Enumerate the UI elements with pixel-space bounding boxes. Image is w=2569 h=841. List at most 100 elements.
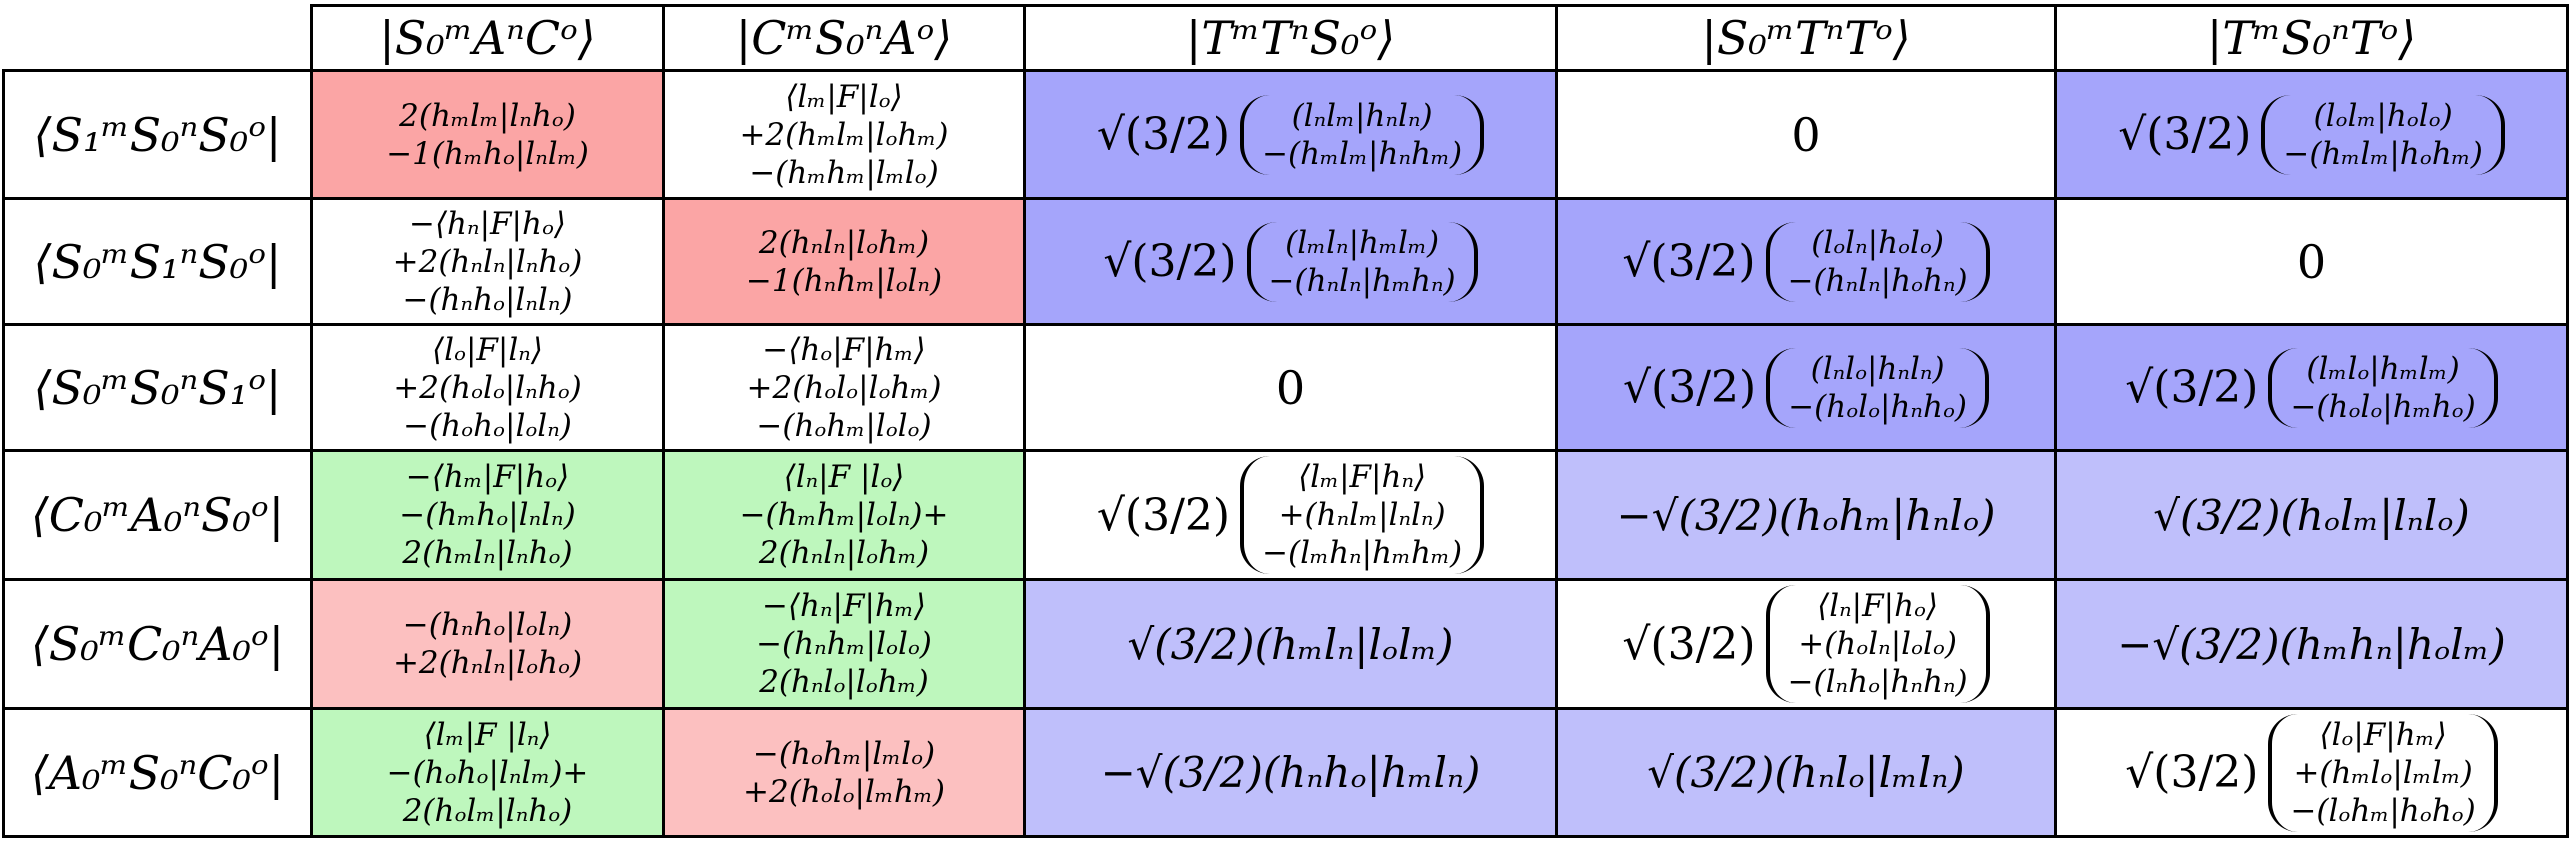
matrix-cell: ⟨lₒ|F|lₙ⟩+2(hₒlₒ|lₙhₒ)−(hₒhₒ|lₒlₙ)	[310, 323, 665, 452]
matrix-cell: −⟨hₙ|F|hₒ⟩+2(hₙlₙ|lₙhₒ)−(hₙhₒ|lₙlₙ)	[310, 197, 665, 326]
matrix-element: ⟨lₙ|F |lₒ⟩−(hₘhₘ|lₒlₙ)+2(hₙlₙ|lₒhₘ)	[671, 458, 1017, 572]
expression-line: −⟨hₙ|F|hₒ⟩	[408, 205, 566, 242]
matrix-element: √(3/2)(lₙlₘ|hₙlₙ)−(hₘlₘ|hₙhₘ)	[1032, 94, 1549, 175]
parenthesized-expression: ⟨lₒ|F|hₘ⟩+(hₘlₒ|lₘlₘ)−(lₒhₘ|hₒhₒ)	[2268, 713, 2498, 832]
expression-line: 2(hₙlₙ|lₒhₘ)	[758, 535, 930, 571]
expression-line: 2(hₘlₘ|lₙhₒ)	[399, 97, 576, 134]
expression-line: −1(hₘhₒ|lₙlₘ)	[386, 135, 589, 172]
matrix-cell: √(3/2) (lₙlₒ|hₙlₙ)−(hₒlₒ|hₙhₒ)	[1555, 323, 2057, 452]
matrix-cell: √(3/2)(lₒlₙ|hₒlₒ)−(hₙlₙ|hₒhₙ)	[1555, 197, 2057, 326]
expression-line: −(hₒhₘ|lₘlₒ)	[752, 735, 936, 772]
sqrt-prefactor: √(3/2)	[1096, 489, 1231, 541]
zero-value: 0	[1791, 107, 1821, 162]
expression-line: 2(hₙlₒ|lₒhₘ)	[759, 664, 929, 700]
expression-line: −(hₒlₒ|hₙhₒ)	[1788, 388, 1967, 425]
parenthesized-expression: (lₘlₒ|hₘlₘ)−(hₒlₒ|hₘhₒ)	[2268, 347, 2498, 428]
expression-line: (lₙlₒ|hₙlₙ)	[1810, 350, 1945, 387]
matrix-cell: √(3/2)(lₒlₘ|hₒlₒ)−(hₘlₘ|hₒhₘ)	[2054, 69, 2569, 200]
expression-line: ⟨lₘ|F|hₙ⟩	[1298, 459, 1427, 495]
expression-line: ⟨lₒ|F|lₙ⟩	[432, 331, 543, 368]
expression-line: −(hₒlₒ|hₘhₒ)	[2290, 388, 2476, 425]
matrix-cell: 2(hₙlₙ|lₒhₘ)−1(hₙhₘ|lₒlₙ)	[662, 197, 1026, 326]
matrix-cell: √(3/2)(hₘlₙ|lₒlₘ)	[1023, 578, 1558, 710]
parenthesized-expression: (lₒlₙ|hₒlₒ)−(hₙlₙ|hₒhₙ)	[1765, 221, 1990, 302]
sqrt-prefactor: √(3/2)	[2118, 109, 2252, 160]
row-header: ⟨S₀ᵐS₁ⁿS₀ᵒ|	[2, 197, 313, 326]
matrix-element: √(3/2)(hₒlₘ|lₙlₒ)	[2153, 490, 2470, 540]
expression-line: ⟨lₙ|F|hₒ⟩	[1817, 588, 1939, 624]
expression-line: −(hₘhₘ|lₘlₒ)	[749, 154, 939, 191]
zero-value: 0	[1275, 360, 1306, 415]
row-header: ⟨S₀ᵐS₀ⁿS₁ᵒ|	[2, 323, 313, 452]
matrix-element: √(3/2) (lₙlₒ|hₙlₙ)−(hₒlₒ|hₙhₒ)	[1564, 347, 2048, 428]
matrix-element: ⟨lₘ|F |lₙ⟩−(hₒhₒ|lₙlₘ)+2(hₒlₘ|lₙhₒ)	[319, 716, 656, 830]
expression-line: +2(hₙlₙ|lₒhₒ)	[392, 645, 583, 681]
header-row: |S₀ᵐAⁿCᵒ⟩ |CᵐS₀ⁿAᵒ⟩ |TᵐTⁿS₀ᵒ⟩ |S₀ᵐTⁿTᵒ⟩ …	[3, 4, 2569, 72]
parenthesized-expression: (lₘlₙ|hₘlₘ)−(hₙlₙ|hₘhₙ)	[1246, 221, 1478, 302]
expression-line: 2(hₒlₘ|lₙhₒ)	[402, 792, 573, 829]
expression-line: +(hₘlₒ|lₘlₘ)	[2293, 754, 2473, 791]
expression-line: 2(hₙlₙ|lₒhₘ)	[758, 224, 930, 261]
matrix-element: √(3/2)⟨lₒ|F|hₘ⟩+(hₘlₒ|lₘlₘ)−(lₒhₘ|hₒhₒ)	[2063, 713, 2560, 832]
matrix-cell: 0	[1555, 69, 2057, 200]
table-row: ⟨S₀ᵐS₀ⁿS₁ᵒ| ⟨lₒ|F|lₙ⟩+2(hₒlₒ|lₙhₒ)−(hₒhₒ…	[2, 323, 2569, 452]
matrix-element: √(3/2)(lₘlₒ|hₘlₘ)−(hₒlₒ|hₘhₒ)	[2063, 347, 2560, 428]
matrix-cell: 0	[1023, 323, 1558, 452]
expression-line: (lₘlₒ|hₘlₘ)	[2306, 350, 2460, 387]
expression-line: ⟨lₙ|F |lₒ⟩	[783, 459, 905, 495]
matrix-element: √(3/2)(lₒlₘ|hₒlₒ)−(hₘlₘ|hₒhₘ)	[2063, 94, 2560, 175]
expression-line: ⟨lₘ|F |lₙ⟩	[423, 716, 552, 753]
matrix-element: √(3/2)(lₘlₙ|hₘlₘ)−(hₙlₙ|hₘhₙ)	[1032, 221, 1549, 302]
expression-stack: ⟨lₘ|F |lₙ⟩−(hₒhₒ|lₙlₘ)+2(hₒlₘ|lₙhₒ)	[387, 716, 589, 830]
matrix-element: √(3/2)⟨lₘ|F|hₙ⟩+(hₙlₘ|lₙlₙ)−(lₘhₙ|hₘhₘ)	[1032, 456, 1549, 574]
expression-line: 2(hₘlₙ|lₙhₒ)	[402, 535, 573, 571]
expression-line: +2(hₘlₘ|lₒhₘ)	[739, 116, 949, 153]
matrix-element: −⟨hₙ|F|hₒ⟩+2(hₙlₙ|lₙhₒ)−(hₙhₒ|lₙlₙ)	[319, 205, 656, 319]
column-header: |TᵐTⁿS₀ᵒ⟩	[1023, 4, 1558, 72]
expression-line: (lₒlₙ|hₒlₒ)	[1811, 224, 1944, 261]
table-row: ⟨S₀ᵐC₀ⁿA₀ᵒ| −(hₙhₒ|lₒlₙ)+2(hₙlₙ|lₒhₒ) −⟨…	[2, 578, 2569, 710]
sqrt-prefactor: √(3/2)	[1622, 618, 1756, 670]
matrix-cell: √(3/2)(hₒlₘ|lₙlₒ)	[2054, 449, 2569, 581]
matrix-element: −√(3/2)(hₙhₒ|hₘlₙ)	[1100, 748, 1481, 797]
expression-line: −(hₒhₒ|lₙlₘ)+	[386, 754, 589, 791]
expression-line: −(lₒhₘ|hₒhₒ)	[2290, 792, 2476, 829]
matrix-cell: ⟨lₘ|F |lₙ⟩−(hₒhₒ|lₙlₘ)+2(hₒlₘ|lₙhₒ)	[310, 707, 665, 838]
column-header: |CᵐS₀ⁿAᵒ⟩	[662, 4, 1026, 72]
row-header: ⟨A₀ᵐS₀ⁿC₀ᵒ|	[2, 707, 313, 838]
sqrt-prefactor: √(3/2)	[1096, 109, 1231, 160]
sqrt-prefactor: √(3/2)	[1623, 362, 1757, 413]
expression-stack: −(hₙhₒ|lₒlₙ)+2(hₙlₙ|lₒhₒ)	[393, 606, 582, 682]
matrix-element: 2(hₙlₙ|lₒhₘ)−1(hₙhₘ|lₒlₙ)	[671, 224, 1017, 300]
expression-line: −(hₙhₒ|lₒlₙ)	[402, 607, 573, 643]
expression-stack: −(hₒhₘ|lₘlₒ)+2(hₒlₒ|lₘhₘ)	[743, 735, 945, 811]
matrix-element: √(3/2)(hₙlₒ|lₘlₙ)	[1647, 748, 1965, 797]
matrix-element: −√(3/2)(hₒhₘ|hₙlₒ)	[1616, 490, 1996, 540]
expression-line: −⟨hₒ|F|hₘ⟩	[762, 331, 926, 368]
matrix-element: ⟨lₘ|F|lₒ⟩+2(hₘlₘ|lₒhₘ)−(hₘhₘ|lₘlₒ)	[671, 78, 1017, 192]
parenthesized-expression: (lₒlₘ|hₒlₒ)−(hₘlₘ|hₒhₘ)	[2261, 94, 2505, 175]
expression-line: +(hₒlₙ|lₒlₒ)	[1798, 626, 1957, 662]
row-header: ⟨C₀ᵐA₀ⁿS₀ᵒ|	[2, 449, 313, 581]
expression-stack: 2(hₙlₙ|lₒhₘ)−1(hₙhₘ|lₒlₙ)	[746, 224, 942, 300]
table-row: ⟨C₀ᵐA₀ⁿS₀ᵒ| −⟨hₘ|F|hₒ⟩−(hₘhₒ|lₙlₙ)2(hₘlₙ…	[2, 449, 2569, 581]
column-header: |S₀ᵐAⁿCᵒ⟩	[310, 4, 665, 72]
expression-stack: −⟨hₘ|F|hₒ⟩−(hₘhₒ|lₙlₙ)2(hₘlₙ|lₙhₒ)	[399, 458, 575, 572]
matrix-element: ⟨lₒ|F|lₙ⟩+2(hₒlₒ|lₙhₒ)−(hₒhₒ|lₒlₙ)	[319, 331, 656, 445]
matrix-cell: −⟨hₙ|F|hₘ⟩−(hₙhₘ|lₒlₒ)2(hₙlₒ|lₒhₘ)	[662, 578, 1026, 710]
matrix-cell: 0	[2054, 197, 2569, 326]
expression-line: −1(hₙhₘ|lₒlₙ)	[745, 262, 943, 299]
row-header: ⟨S₀ᵐC₀ⁿA₀ᵒ|	[2, 578, 313, 710]
sqrt-prefactor: √(3/2)	[1622, 236, 1756, 287]
matrix-cell: −(hₙhₒ|lₒlₙ)+2(hₙlₙ|lₒhₒ)	[310, 578, 665, 710]
expression-line: (lₙlₘ|hₙlₙ)	[1291, 97, 1433, 134]
expression-line: +2(hₒlₒ|lₙhₒ)	[393, 369, 582, 406]
zero-value: 0	[2296, 234, 2327, 289]
matrix-element: −√(3/2)(hₘhₙ|hₒlₘ)	[2117, 619, 2506, 669]
matrix-table: |S₀ᵐAⁿCᵒ⟩ |CᵐS₀ⁿAᵒ⟩ |TᵐTⁿS₀ᵒ⟩ |S₀ᵐTⁿTᵒ⟩ …	[2, 4, 2569, 838]
expression-stack: ⟨lₒ|F|lₙ⟩+2(hₒlₒ|lₙhₒ)−(hₒhₒ|lₒlₙ)	[393, 331, 581, 445]
expression-stack: ⟨lₙ|F |lₒ⟩−(hₘhₘ|lₒlₙ)+2(hₙlₙ|lₒhₘ)	[740, 458, 949, 572]
expression-line: ⟨lₒ|F|hₘ⟩	[2319, 716, 2447, 753]
expression-line: −⟨hₙ|F|hₘ⟩	[761, 588, 927, 624]
matrix-cell: ⟨lₘ|F|lₒ⟩+2(hₘlₘ|lₒhₘ)−(hₘhₘ|lₘlₒ)	[662, 69, 1026, 200]
